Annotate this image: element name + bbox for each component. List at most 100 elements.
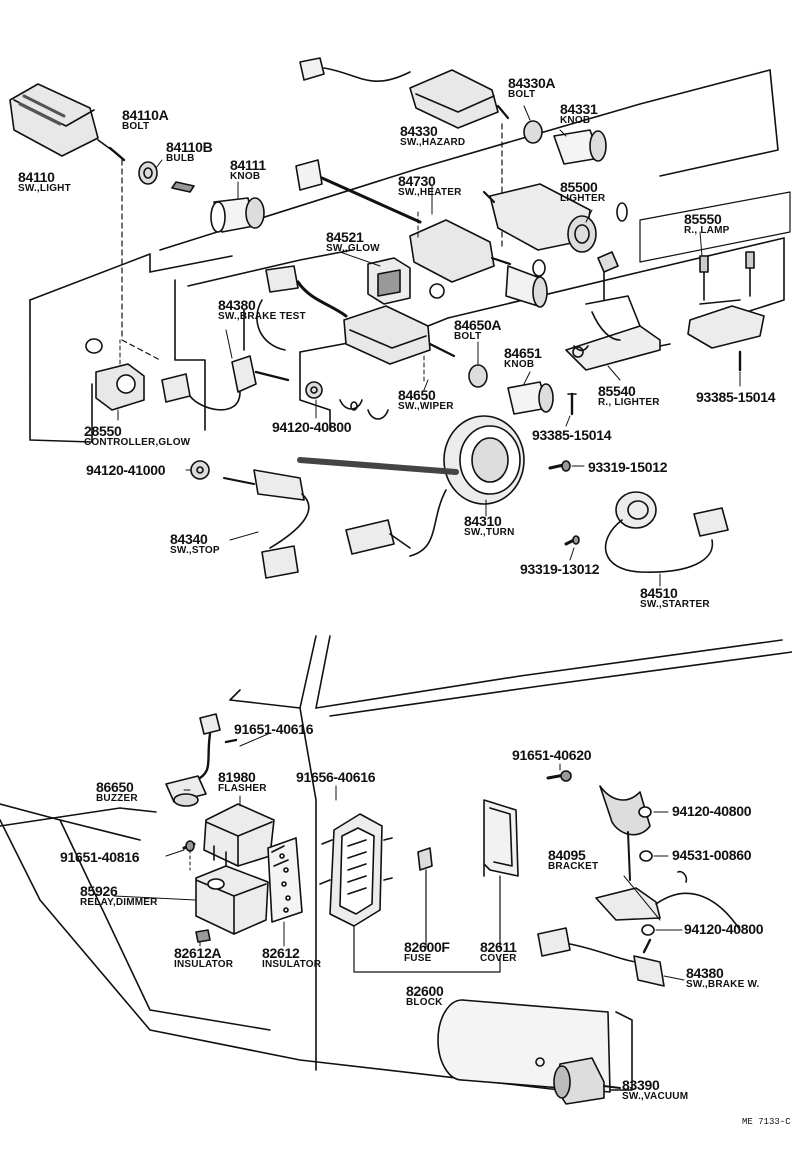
part-name: COVER (480, 953, 517, 964)
part-name: SW.,VACUUM (622, 1091, 689, 1102)
callout-82612a: 82612A INSULATOR (174, 946, 233, 970)
part-name: SW.,BRAKE W. (686, 979, 760, 990)
callout-94120-40800-a: 94120-40800 (272, 419, 352, 435)
callout-94120-40800-c: 94120-40800 (672, 804, 752, 818)
callout-28550: 28550 CONTROLLER,GLOW (84, 424, 190, 448)
part-number: 91651-40616 (234, 721, 314, 737)
part-number: 94120-40800 (272, 419, 352, 435)
part-number: 84380 (686, 965, 724, 981)
switch-light-assembly (9, 83, 265, 361)
callout-84110a: 84110A BOLT (122, 108, 169, 132)
part-number: 84730 (398, 173, 436, 189)
callout-85540: 85540 R., LIGHTER (598, 384, 660, 408)
part-name: CONTROLLER,GLOW (84, 437, 191, 448)
callout-84650: 84650 SW.,WIPER (398, 388, 454, 412)
part-name: BOLT (122, 121, 150, 132)
part-name: INSULATOR (174, 959, 234, 970)
callout-84380-brake-test: 84380 SW.,BRAKE TEST (218, 298, 306, 322)
part-number: 85550 (684, 211, 722, 227)
part-number: 84380 (218, 297, 256, 313)
part-number: 94531-00860 (672, 847, 752, 863)
part-number: 84650 (398, 387, 436, 403)
callout-84110: 84110 SW.,LIGHT (18, 170, 71, 194)
nut-94120-40800 (305, 381, 323, 399)
leader-lines (113, 105, 741, 1091)
part-name: SW.,BRAKE TEST (218, 311, 306, 322)
fuse-block (319, 813, 501, 973)
part-number: 28550 (84, 423, 122, 439)
switch-turn-assembly (297, 415, 525, 557)
part-number: 84510 (640, 585, 678, 601)
callout-85500: 85500 LIGHTER (560, 180, 605, 204)
part-name: SW.,HAZARD (400, 137, 466, 148)
drawing-reference: ME 7133-C (742, 1117, 791, 1127)
part-number: 94120-40800 (684, 921, 764, 937)
part-name: BOLT (508, 89, 536, 100)
callout-84330: 84330 SW.,HAZARD (400, 124, 465, 148)
part-name: BULB (166, 153, 195, 164)
callout-84651: 84651 KNOB (504, 346, 542, 370)
buzzer (165, 713, 238, 807)
callout-91656-40616: 91656-40616 (296, 770, 376, 784)
callout-94531-00860: 94531-00860 (672, 847, 752, 863)
part-number: 84095 (548, 847, 586, 863)
part-number: 93319-13012 (520, 561, 600, 577)
switch-stop-assembly (223, 469, 310, 579)
part-number: 84330 (400, 123, 438, 139)
callout-84110b: 84110B BULB (166, 139, 213, 164)
part-number: 83390 (622, 1077, 660, 1093)
part-number: 94120-41000 (86, 462, 166, 478)
callout-82611: 82611 COVER (480, 940, 517, 964)
part-number: 82611 (480, 939, 517, 955)
part-name: SW.,STARTER (640, 599, 710, 610)
glow-controller (95, 339, 145, 411)
part-number: 84331 (560, 101, 598, 117)
part-name: LIGHTER (560, 193, 606, 204)
part-number: 82600F (404, 939, 450, 955)
screw-93319-15012 (548, 460, 571, 472)
callout-82600: 82600 BLOCK (406, 983, 444, 1008)
part-number: 84330A (508, 75, 556, 91)
callout-91651-40616: 91651-40616 (234, 721, 314, 737)
part-number: 84110 (18, 169, 55, 185)
part-number: 93319-15012 (588, 459, 668, 475)
cigarette-lighter-assembly (482, 183, 671, 371)
callout-84310: 84310 SW.,TURN (464, 514, 515, 538)
part-number: 84650A (454, 317, 502, 333)
lamp-receptacle-assembly (687, 251, 765, 372)
part-name: BRACKET (548, 861, 599, 872)
part-name: SW.,TURN (464, 527, 515, 538)
switch-brake-warning-assembly (537, 927, 665, 987)
callout-84331: 84331 KNOB (560, 101, 598, 126)
part-number: 82600 (406, 983, 444, 999)
part-number: 84111 (230, 157, 266, 173)
part-number: 84110B (166, 139, 213, 155)
callout-93385-15014-a: 93385-15014 (696, 390, 776, 404)
part-name: BLOCK (406, 997, 443, 1008)
callout-84340: 84340 SW.,STOP (170, 532, 220, 556)
callout-84380-brake-w: 84380 SW.,BRAKE W. (686, 966, 760, 990)
part-name: SW.,STOP (170, 545, 220, 556)
part-number: 81980 (218, 769, 256, 785)
part-number: 84340 (170, 531, 208, 547)
part-number: 82612 (262, 945, 300, 961)
part-name: INSULATOR (262, 959, 322, 970)
lower-body-outline (0, 635, 792, 1091)
insulator-82612 (267, 837, 303, 923)
screw-93385-a (567, 392, 577, 416)
part-name: SW.,HEATER (398, 187, 462, 198)
callout-81980: 81980 FLASHER (218, 770, 267, 794)
brake-pedal-bracket-assembly (546, 770, 741, 936)
nut-94120-41000 (190, 460, 210, 480)
part-number: 85926 (80, 883, 118, 899)
callout-84330a: 84330A BOLT (508, 75, 556, 100)
part-name: SW.,GLOW (326, 243, 380, 254)
part-number: 84310 (464, 513, 502, 529)
switch-wiper-assembly (343, 305, 554, 415)
part-name: BOLT (454, 331, 482, 342)
callout-84510: 84510 SW.,STARTER (640, 586, 710, 610)
flasher (203, 803, 275, 867)
part-number: 84521 (326, 229, 364, 245)
part-number: 93385-15014 (532, 427, 612, 443)
part-number: 82612A (174, 945, 222, 961)
